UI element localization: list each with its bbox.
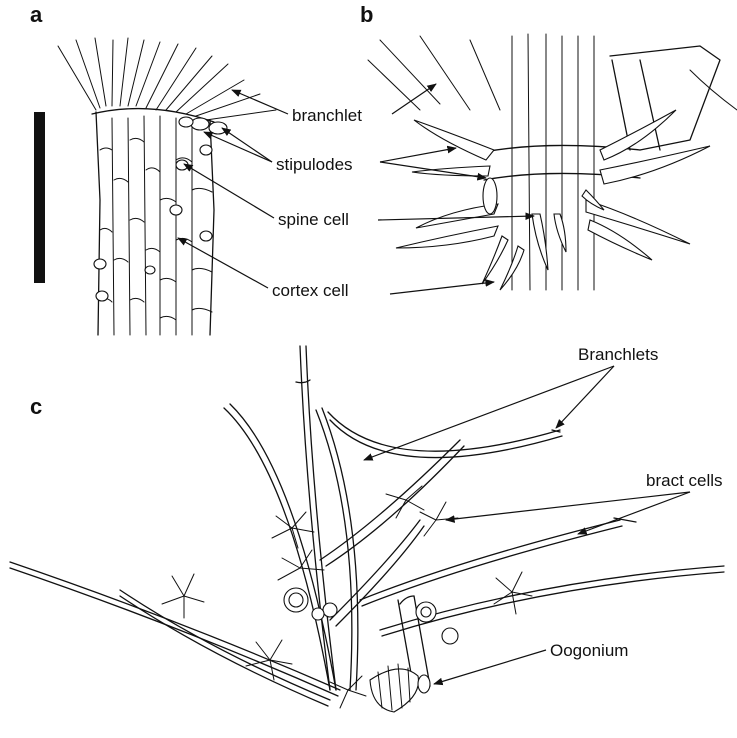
label-stipulodes: stipulodes [276, 155, 353, 174]
panel-c-letter: c [30, 394, 42, 419]
label-branchlet: branchlet [292, 106, 362, 125]
label-oogonium: Oogonium [550, 641, 628, 660]
bract-cells-b [396, 110, 710, 290]
bract-whorls [162, 486, 532, 708]
panel-a-stem [58, 38, 276, 335]
cortex-cells [100, 116, 212, 335]
label-bract-cells: bract cells [646, 471, 723, 490]
panel-a-letter: a [30, 2, 43, 27]
oogonium [370, 664, 430, 712]
panel-b: b [360, 2, 737, 294]
label-cortex-cell: cortex cell [272, 281, 349, 300]
label-spine-cell: spine cell [278, 210, 349, 229]
scale-bar [34, 112, 45, 283]
panel-b-node [368, 34, 737, 290]
stipulodes-a [179, 117, 227, 134]
panel-c: c [10, 345, 724, 712]
panel-b-letter: b [360, 2, 373, 27]
label-branchlets: Branchlets [578, 345, 658, 364]
panel-a: a [30, 2, 362, 335]
